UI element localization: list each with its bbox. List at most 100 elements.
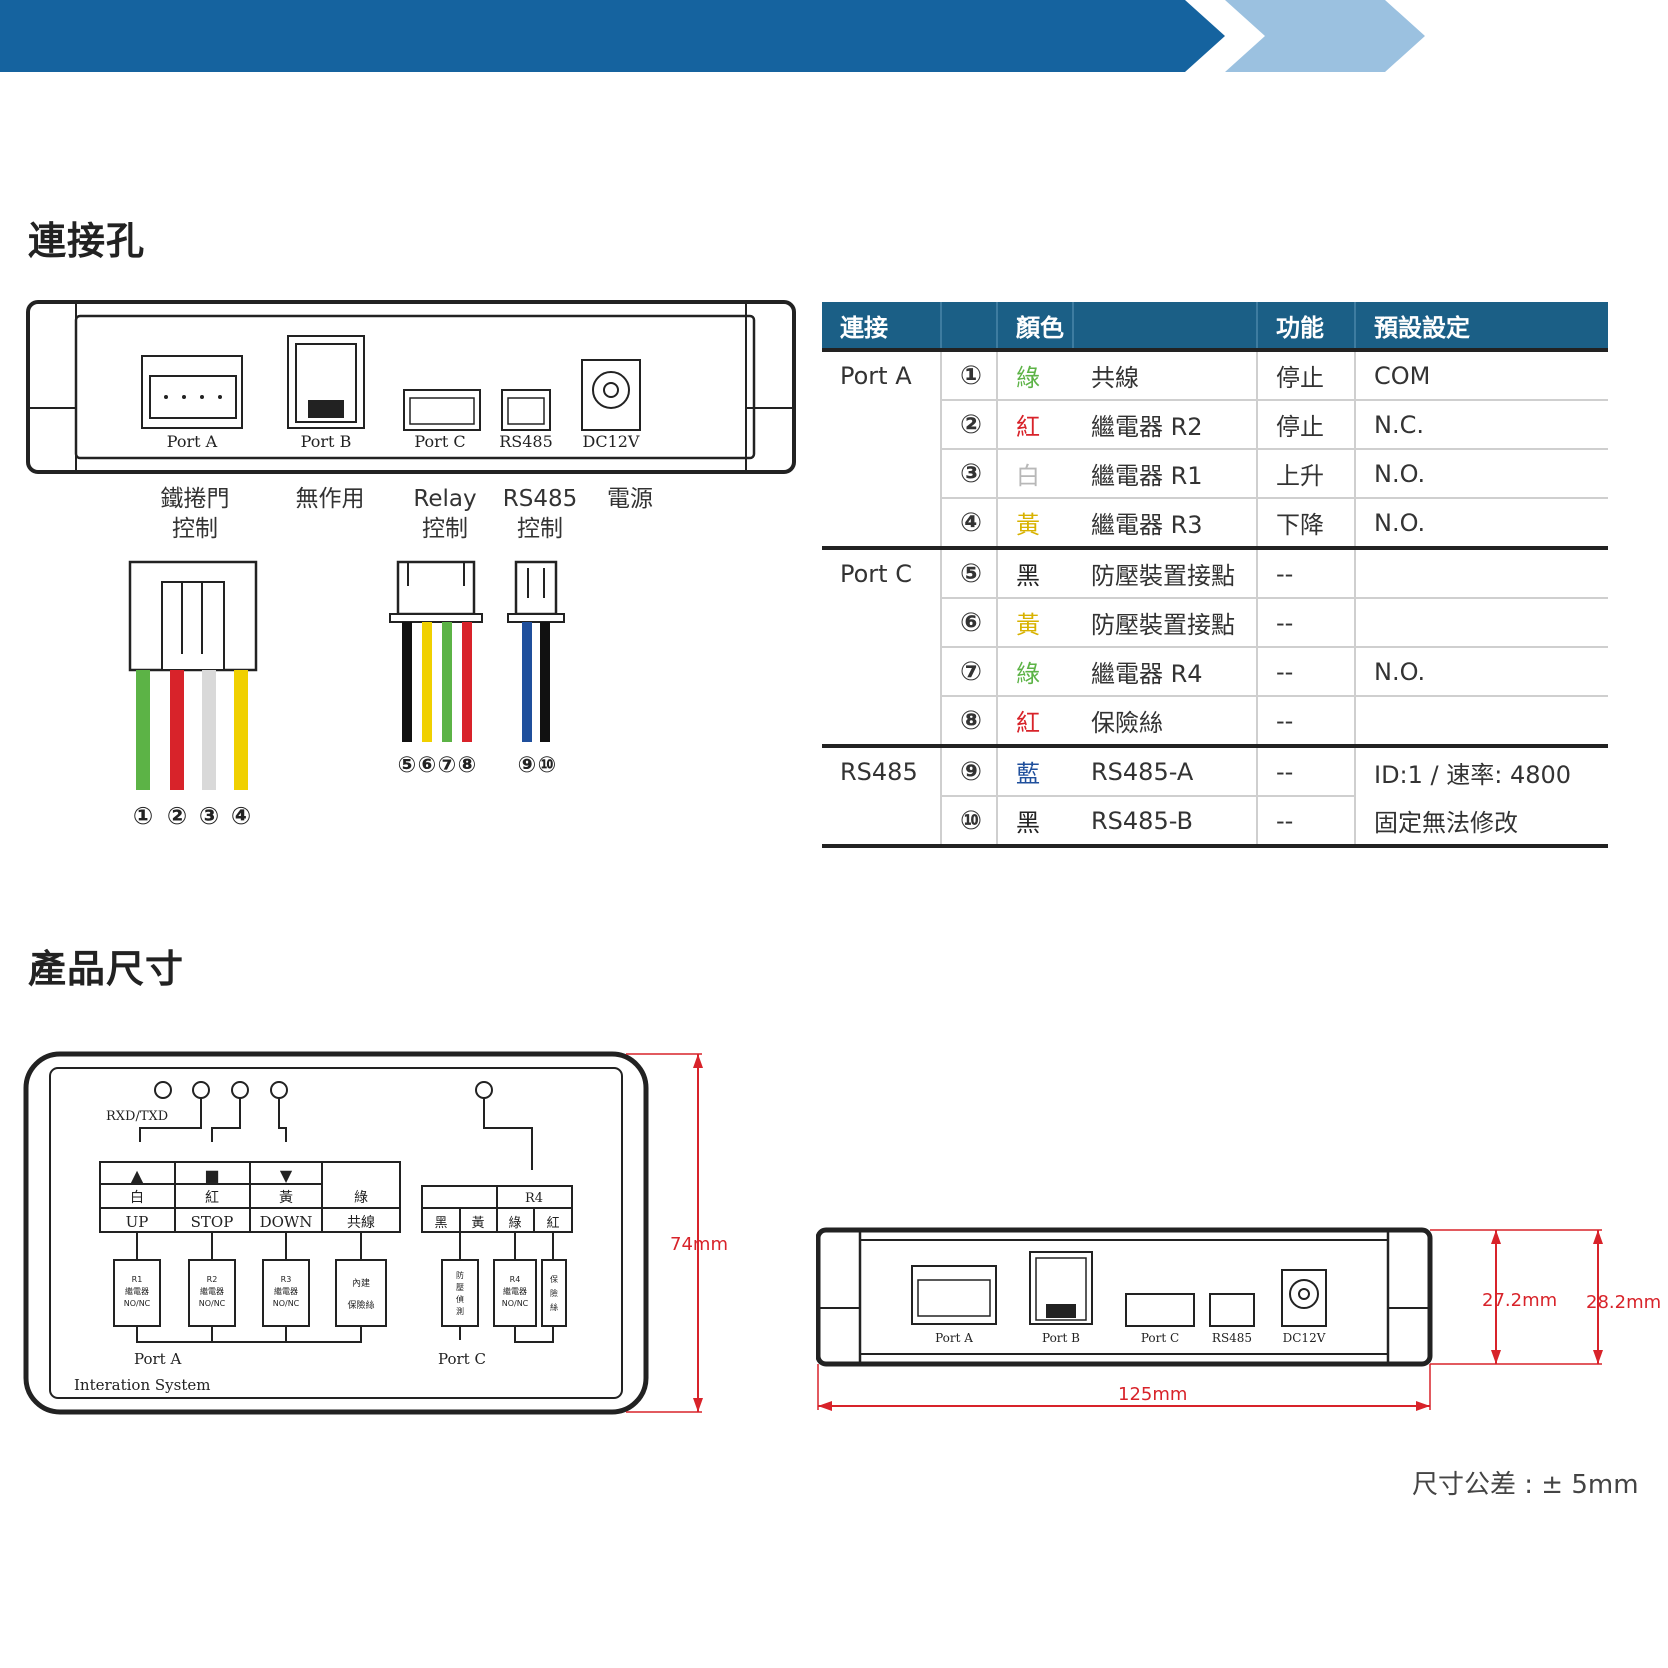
- table-row: ⑩ 黑 RS485-B -- 固定無法修改: [822, 796, 1608, 848]
- dim-height-74mm: 74mm: [670, 1234, 728, 1255]
- color-yellow-label: 黃: [279, 1190, 293, 1206]
- cell-func: --: [1256, 746, 1355, 797]
- caption-port-a: 鐵捲門 控制: [160, 486, 230, 542]
- pin-label-8: ⑧: [458, 753, 477, 778]
- pin-label-10: ⑩: [538, 753, 557, 778]
- cell-num: ①: [940, 350, 997, 401]
- fuse-box: 內建保險絲: [347, 1277, 374, 1311]
- color-white-label: 白: [130, 1190, 144, 1206]
- table-row: ⑥ 黃 防壓裝置接點 --: [822, 598, 1608, 648]
- th-description: [1072, 302, 1257, 352]
- table-row: RS485 ⑨ 藍 RS485-A -- ID:1 / 速率: 4800: [822, 746, 1608, 848]
- cell-desc: 繼電器 R2: [1073, 400, 1257, 450]
- cell-func: 下降: [1256, 498, 1355, 550]
- table-row: ② 紅 繼電器 R2 停止 N.C.: [822, 400, 1608, 450]
- caption-dc12v: 電源: [607, 486, 653, 512]
- cell-port: Port C: [822, 548, 941, 748]
- portc-yellow-label: 黃: [471, 1216, 484, 1231]
- cell-num: ⑨: [940, 746, 997, 797]
- cell-setting: [1354, 598, 1608, 648]
- r4-label: R4: [525, 1191, 543, 1206]
- cell-setting: COM: [1354, 350, 1608, 401]
- cell-color: 黃: [996, 598, 1073, 648]
- cell-setting: N.O.: [1354, 449, 1608, 499]
- cell-func: 停止: [1256, 400, 1355, 450]
- front-label-port-b: Port B: [301, 432, 352, 451]
- banner-dark-arrow: [0, 0, 1225, 72]
- front-label-port-a: Port A: [167, 432, 218, 451]
- cell-num: ⑩: [940, 796, 997, 848]
- pin-label-4: ④: [231, 802, 251, 830]
- cell-setting: [1354, 696, 1608, 748]
- pin-label-3: ③: [199, 802, 219, 830]
- table-row: ③ 白 繼電器 R1 上升 N.O.: [822, 449, 1608, 499]
- caption-port-b: 無作用: [295, 486, 365, 512]
- schematic-port-a-label: Port A: [134, 1350, 181, 1368]
- dim-28-2mm: 28.2mm: [1586, 1292, 1662, 1313]
- th-color: 顏色: [996, 302, 1073, 352]
- cell-port: RS485: [822, 746, 941, 848]
- connection-table: 連接 顏色 功能 預設設定 Port A ① 綠 共線 停止 COM ② 紅 繼…: [822, 302, 1608, 848]
- cell-color: 紅: [996, 696, 1073, 748]
- cell-func: --: [1256, 548, 1355, 599]
- cell-desc: RS485-B: [1073, 796, 1257, 848]
- portc-green-label: 綠: [508, 1216, 521, 1231]
- cell-setting: N.O.: [1354, 647, 1608, 697]
- pin-label-6: ⑥: [418, 753, 437, 778]
- rxd-txd-label: RXD/TXD: [106, 1109, 168, 1124]
- pin-label-7: ⑦: [438, 753, 457, 778]
- cell-color: 綠: [996, 350, 1073, 401]
- port-a-socket: [141, 355, 243, 429]
- cell-num: ③: [940, 449, 997, 499]
- cell-desc: 防壓裝置接點: [1073, 598, 1257, 648]
- port-c-socket: [403, 389, 481, 431]
- cell-color: 黑: [996, 796, 1073, 848]
- side-label-dc12v: DC12V: [1283, 1331, 1326, 1345]
- section-title-dimensions: 產品尺寸: [28, 947, 185, 991]
- portc-red-label: 紅: [546, 1216, 559, 1231]
- color-red-label: 紅: [205, 1190, 219, 1206]
- cell-setting: [1354, 548, 1608, 599]
- cell-num: ⑦: [940, 647, 997, 697]
- front-label-port-c: Port C: [414, 432, 465, 451]
- pin-label-1: ①: [133, 802, 153, 830]
- caption-port-c: Relay 控制: [413, 486, 477, 542]
- table-row: Port A ① 綠 共線 停止 COM: [822, 350, 1608, 550]
- cell-desc: 繼電器 R1: [1073, 449, 1257, 499]
- side-label-port-a: Port A: [935, 1331, 973, 1345]
- pin-label-5: ⑤: [398, 753, 417, 778]
- cell-setting: ID:1 / 速率: 4800: [1354, 746, 1608, 796]
- th-connection: 連接: [822, 302, 941, 352]
- rs485-socket: [501, 389, 551, 431]
- cell-setting: 固定無法修改: [1354, 796, 1608, 848]
- top-view-schematic: RXD/TXD ▲ ■ ▼ 白 紅 黃 綠 UP STOP DOWN 共線 R4…: [23, 1051, 703, 1415]
- port-b-socket: [287, 335, 365, 429]
- caption-rs485: RS485 控制: [502, 486, 578, 542]
- table-row: ⑧ 紅 保險絲 --: [822, 696, 1608, 748]
- func-down-label: DOWN: [260, 1213, 313, 1231]
- stop-square-icon: ■: [204, 1166, 219, 1185]
- section-title-ports: 連接孔: [28, 219, 146, 263]
- anti-pressure-box: 防壓偵測: [456, 1270, 464, 1316]
- header-banner: [0, 0, 1425, 72]
- cell-num: ④: [940, 498, 997, 550]
- port-c-connector: ⑤ ⑥ ⑦ ⑧: [389, 560, 483, 778]
- cell-func: --: [1256, 696, 1355, 748]
- portc-fuse-box: 保險絲: [550, 1274, 558, 1312]
- pin-label-9: ⑨: [518, 753, 537, 778]
- cell-desc: 保險絲: [1073, 696, 1257, 748]
- rs485-connector: ⑨ ⑩: [507, 560, 565, 778]
- arrow-up-icon: ▲: [131, 1166, 144, 1185]
- cell-color: 黃: [996, 498, 1073, 550]
- tolerance-note: 尺寸公差 : ± 5mm: [1412, 1470, 1639, 1500]
- pin-label-2: ②: [167, 802, 187, 830]
- color-green-label: 綠: [354, 1190, 368, 1206]
- side-label-port-b: Port B: [1042, 1331, 1080, 1345]
- func-common-label: 共線: [347, 1215, 375, 1231]
- cell-desc: 繼電器 R4: [1073, 647, 1257, 697]
- cell-color: 紅: [996, 400, 1073, 450]
- cell-setting: N.O.: [1354, 498, 1608, 550]
